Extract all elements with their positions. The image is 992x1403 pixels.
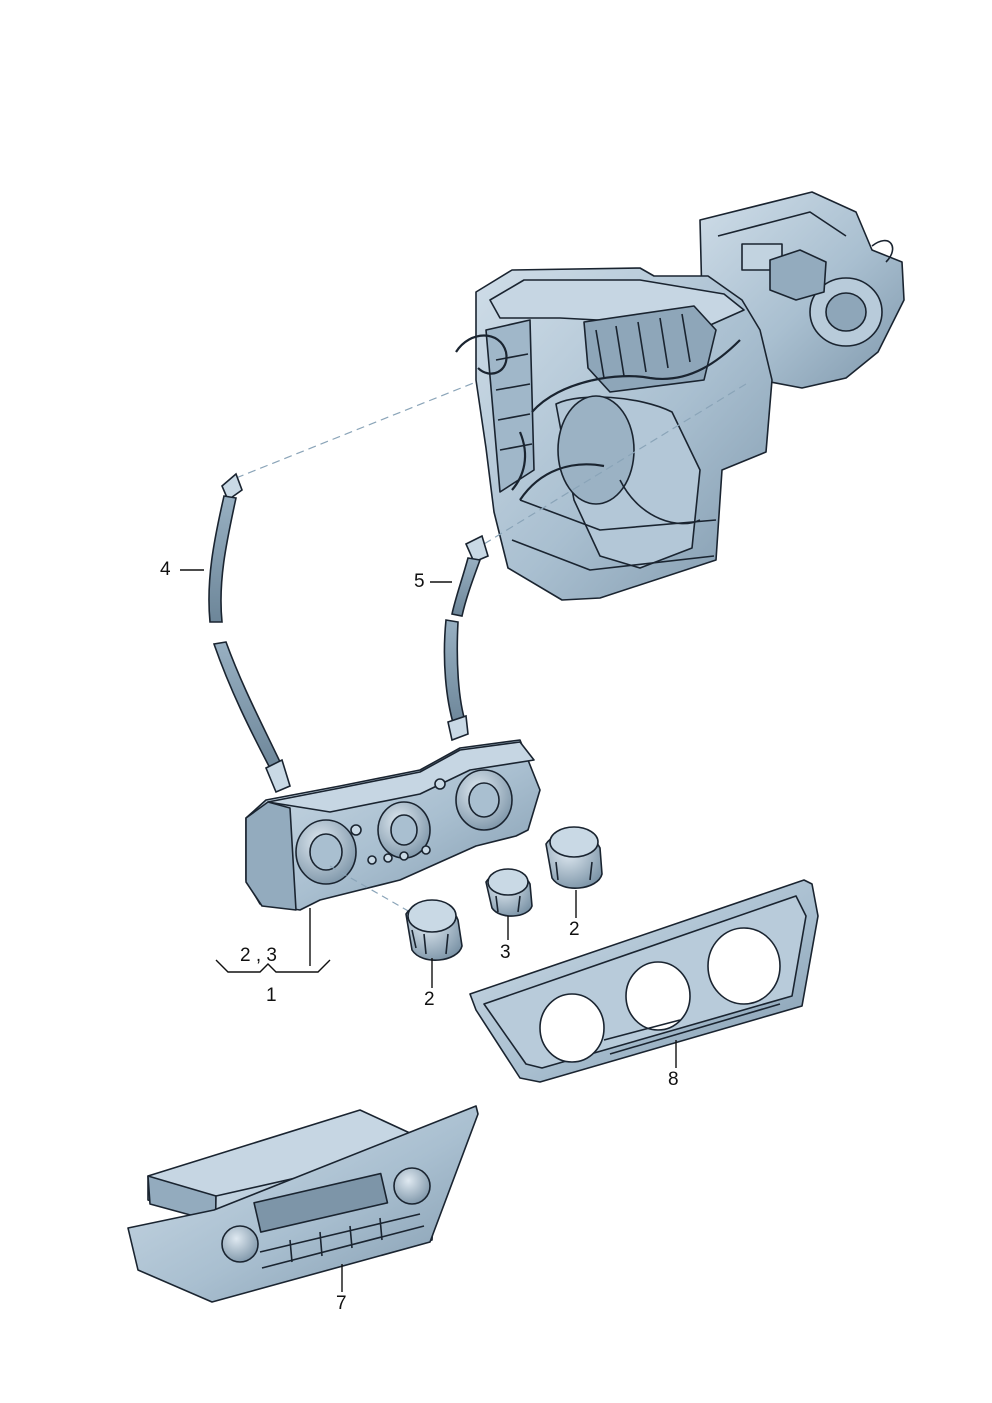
alignment-lines: [235, 381, 747, 545]
callout-1: 1: [266, 985, 277, 1006]
callout-2-lower: 2: [424, 989, 435, 1010]
knob-alignment-lines: [329, 865, 411, 913]
shaft-5: [443, 534, 489, 742]
callout-8: 8: [668, 1069, 679, 1090]
callout-3: 3: [500, 942, 511, 963]
callout-7: 7: [336, 1293, 347, 1314]
knob-3: [485, 868, 533, 917]
knob-2-upper: [545, 826, 603, 889]
callout-2-3: 2 , 3: [240, 945, 277, 966]
heater-unit: [455, 191, 905, 601]
callout-5: 5: [414, 571, 425, 592]
trim-frame-8: [469, 879, 819, 1083]
knob-2-lower: [405, 899, 463, 961]
control-panel: [245, 739, 541, 911]
callout-2-upper: 2: [569, 919, 580, 940]
leader-lines: [180, 569, 677, 1292]
callout-4: 4: [160, 559, 171, 580]
shaft-4: [208, 472, 291, 794]
control-unit-7: [127, 1105, 479, 1303]
